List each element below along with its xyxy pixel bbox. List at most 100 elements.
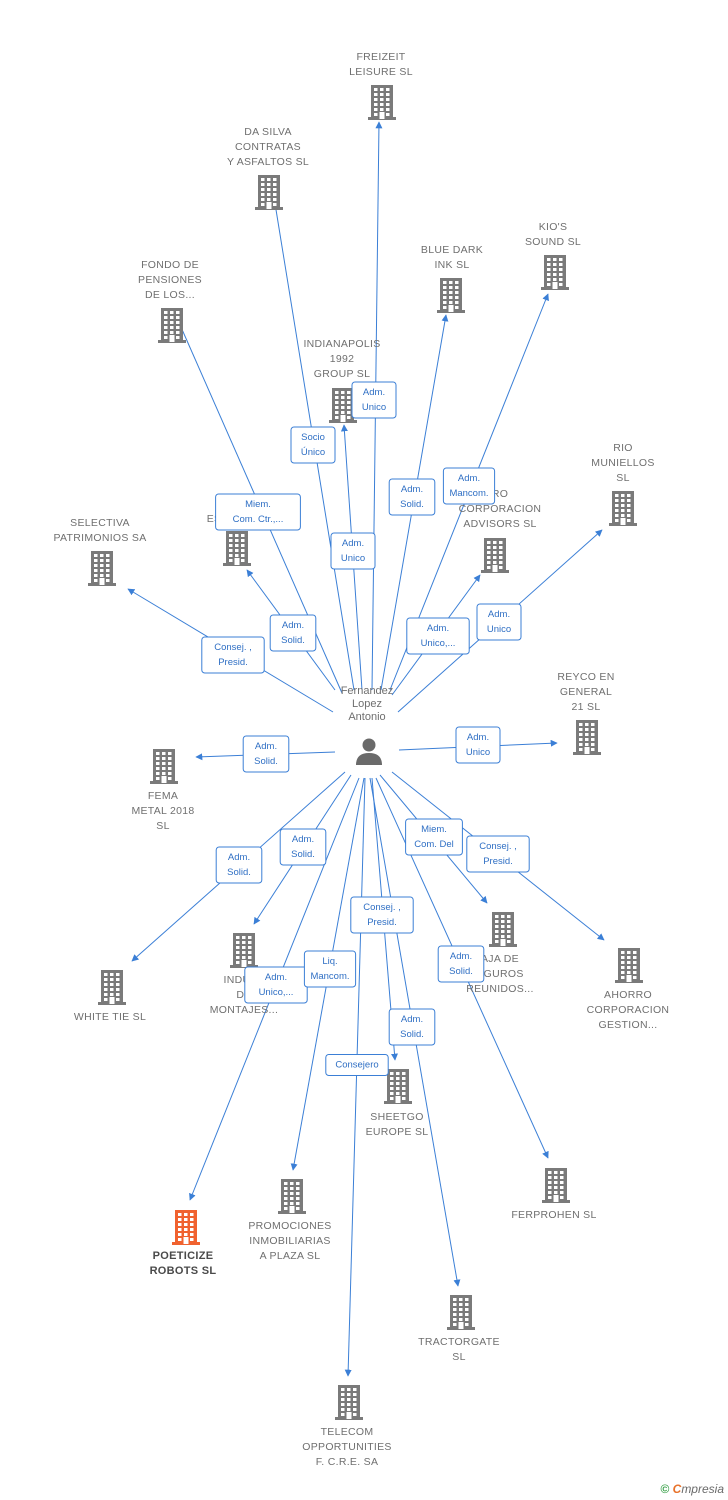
building-icon[interactable] <box>98 970 126 1005</box>
relation-badge-esc[interactable]: Adm.Solid. <box>269 614 317 652</box>
company-node-caja[interactable]: AJA DEEGUROSREUNIDOS... <box>466 912 533 995</box>
relation-label-line: Solid. <box>400 499 424 510</box>
company-label-line: SELECTIVA <box>70 517 130 529</box>
relation-badge-ahorrogestion[interactable]: Consej. , Presid. <box>466 835 530 873</box>
relation-badge-indianapolis[interactable]: Adm.Unico <box>330 532 376 570</box>
building-icon[interactable] <box>150 749 178 784</box>
company-label-line: RIO <box>613 442 633 454</box>
building-icon[interactable] <box>609 491 637 526</box>
company-label-line: SL <box>452 1351 465 1363</box>
relation-badge-fondo[interactable]: Miem.Com. Ctr.,... <box>215 493 301 531</box>
company-node-ferprohen[interactable]: FERPROHEN SL <box>511 1168 596 1221</box>
building-icon[interactable] <box>230 933 258 968</box>
building-icon[interactable] <box>158 308 186 343</box>
building-icon[interactable] <box>172 1210 200 1245</box>
company-label-line: SHEETGO <box>370 1111 423 1123</box>
relation-badge-freizeit[interactable]: Adm.Unico <box>351 381 397 419</box>
building-icon[interactable] <box>329 388 357 423</box>
relation-label-line: Adm. <box>265 972 287 983</box>
relation-badge-rio[interactable]: Adm.Unico <box>476 603 522 641</box>
building-icon[interactable] <box>255 175 283 210</box>
relation-badge-reyco[interactable]: Adm.Unico <box>455 726 501 764</box>
relation-badge-sheetgo[interactable]: Adm.Solid. <box>388 1008 436 1046</box>
company-label-line: DE LOS... <box>145 289 195 301</box>
company-node-indust[interactable]: INDUSTDEMONTAJES... <box>210 933 278 1016</box>
relation-badge-ferprohen[interactable]: Adm.Solid. <box>437 945 485 983</box>
relation-badge-bluedark[interactable]: Adm.Solid. <box>388 478 436 516</box>
relation-badge-kios[interactable]: Adm.Mancom. <box>442 467 496 505</box>
company-label-line: AJA DE <box>481 953 519 965</box>
building-icon[interactable] <box>223 531 251 566</box>
relation-label-line: Presid. <box>483 856 513 867</box>
relation-label-line: Consej. , <box>479 841 517 852</box>
building-icon[interactable] <box>278 1179 306 1214</box>
company-label-line: SL <box>156 820 169 832</box>
relation-badge-caja[interactable]: Miem.Com. Del <box>405 818 463 856</box>
company-label-line: PENSIONES <box>138 274 202 286</box>
footer-brand[interactable]: © Cmpresia <box>660 1482 724 1496</box>
company-label-line: CORPORACION <box>459 503 542 515</box>
company-label-line: MUNIELLOS <box>591 457 654 469</box>
building-icon[interactable] <box>489 912 517 947</box>
relation-label-line: Adm. <box>228 852 250 863</box>
company-node-esc[interactable]: ESC <box>207 513 251 566</box>
company-label-line: CORPORACION <box>587 1004 670 1016</box>
relation-badge-telecom[interactable]: Consejero <box>325 1054 389 1076</box>
building-icon[interactable] <box>573 720 601 755</box>
building-icon[interactable] <box>88 551 116 586</box>
copyright-symbol: © <box>660 1482 670 1496</box>
company-label-line: INMOBILIARIAS <box>249 1235 331 1247</box>
company-label-line: TRACTORGATE <box>418 1336 500 1348</box>
building-icon[interactable] <box>368 85 396 120</box>
relation-badge-poeticize[interactable]: Adm.Unico,... <box>244 966 308 1004</box>
building-icon[interactable] <box>481 538 509 573</box>
building-icon[interactable] <box>542 1168 570 1203</box>
relation-badge-whitetie[interactable]: Adm.Solid. <box>215 846 263 884</box>
building-icon[interactable] <box>615 948 643 983</box>
company-label-line: MONTAJES... <box>210 1004 278 1016</box>
relation-badge-tractorgate[interactable]: Consej. ,Presid. <box>350 896 414 934</box>
relation-label-line: Adm. <box>363 387 385 398</box>
building-icon[interactable] <box>335 1385 363 1420</box>
building-icon[interactable] <box>384 1069 412 1104</box>
building-icon[interactable] <box>447 1295 475 1330</box>
relation-label-line: Adm. <box>458 473 480 484</box>
company-node-tractorgate[interactable]: TRACTORGATE SL <box>418 1295 500 1363</box>
relation-label-line: Adm. <box>292 834 314 845</box>
relation-badge-selectiva[interactable]: Consej. ,Presid. <box>201 636 265 674</box>
company-label-line: GESTION... <box>598 1019 657 1031</box>
relation-label-line: Presid. <box>367 917 397 928</box>
building-icon[interactable] <box>437 278 465 313</box>
company-node-ahorrogestion[interactable]: AHORRO CORPORACION GESTION... <box>587 948 670 1031</box>
relation-label-line: Solid. <box>254 756 278 767</box>
company-label-line: AHORRO <box>604 989 652 1001</box>
relation-badge-ahorrocorp[interactable]: Adm.Unico,... <box>406 617 470 655</box>
relation-badge-promociones[interactable]: Liq.Mancom. <box>303 950 357 988</box>
company-label-line: METAL 2018 <box>131 805 194 817</box>
relation-label-line: Adm. <box>401 1014 423 1025</box>
relation-label-line: Miem. <box>245 499 271 510</box>
company-node-whitetie[interactable]: WHITE TIE SL <box>74 970 146 1023</box>
relation-badge-fema[interactable]: Adm.Solid. <box>242 735 290 773</box>
relation-label-line: Adm. <box>488 609 510 620</box>
building-icon[interactable] <box>541 255 569 290</box>
relation-badge-indust[interactable]: Adm.Solid. <box>279 828 327 866</box>
